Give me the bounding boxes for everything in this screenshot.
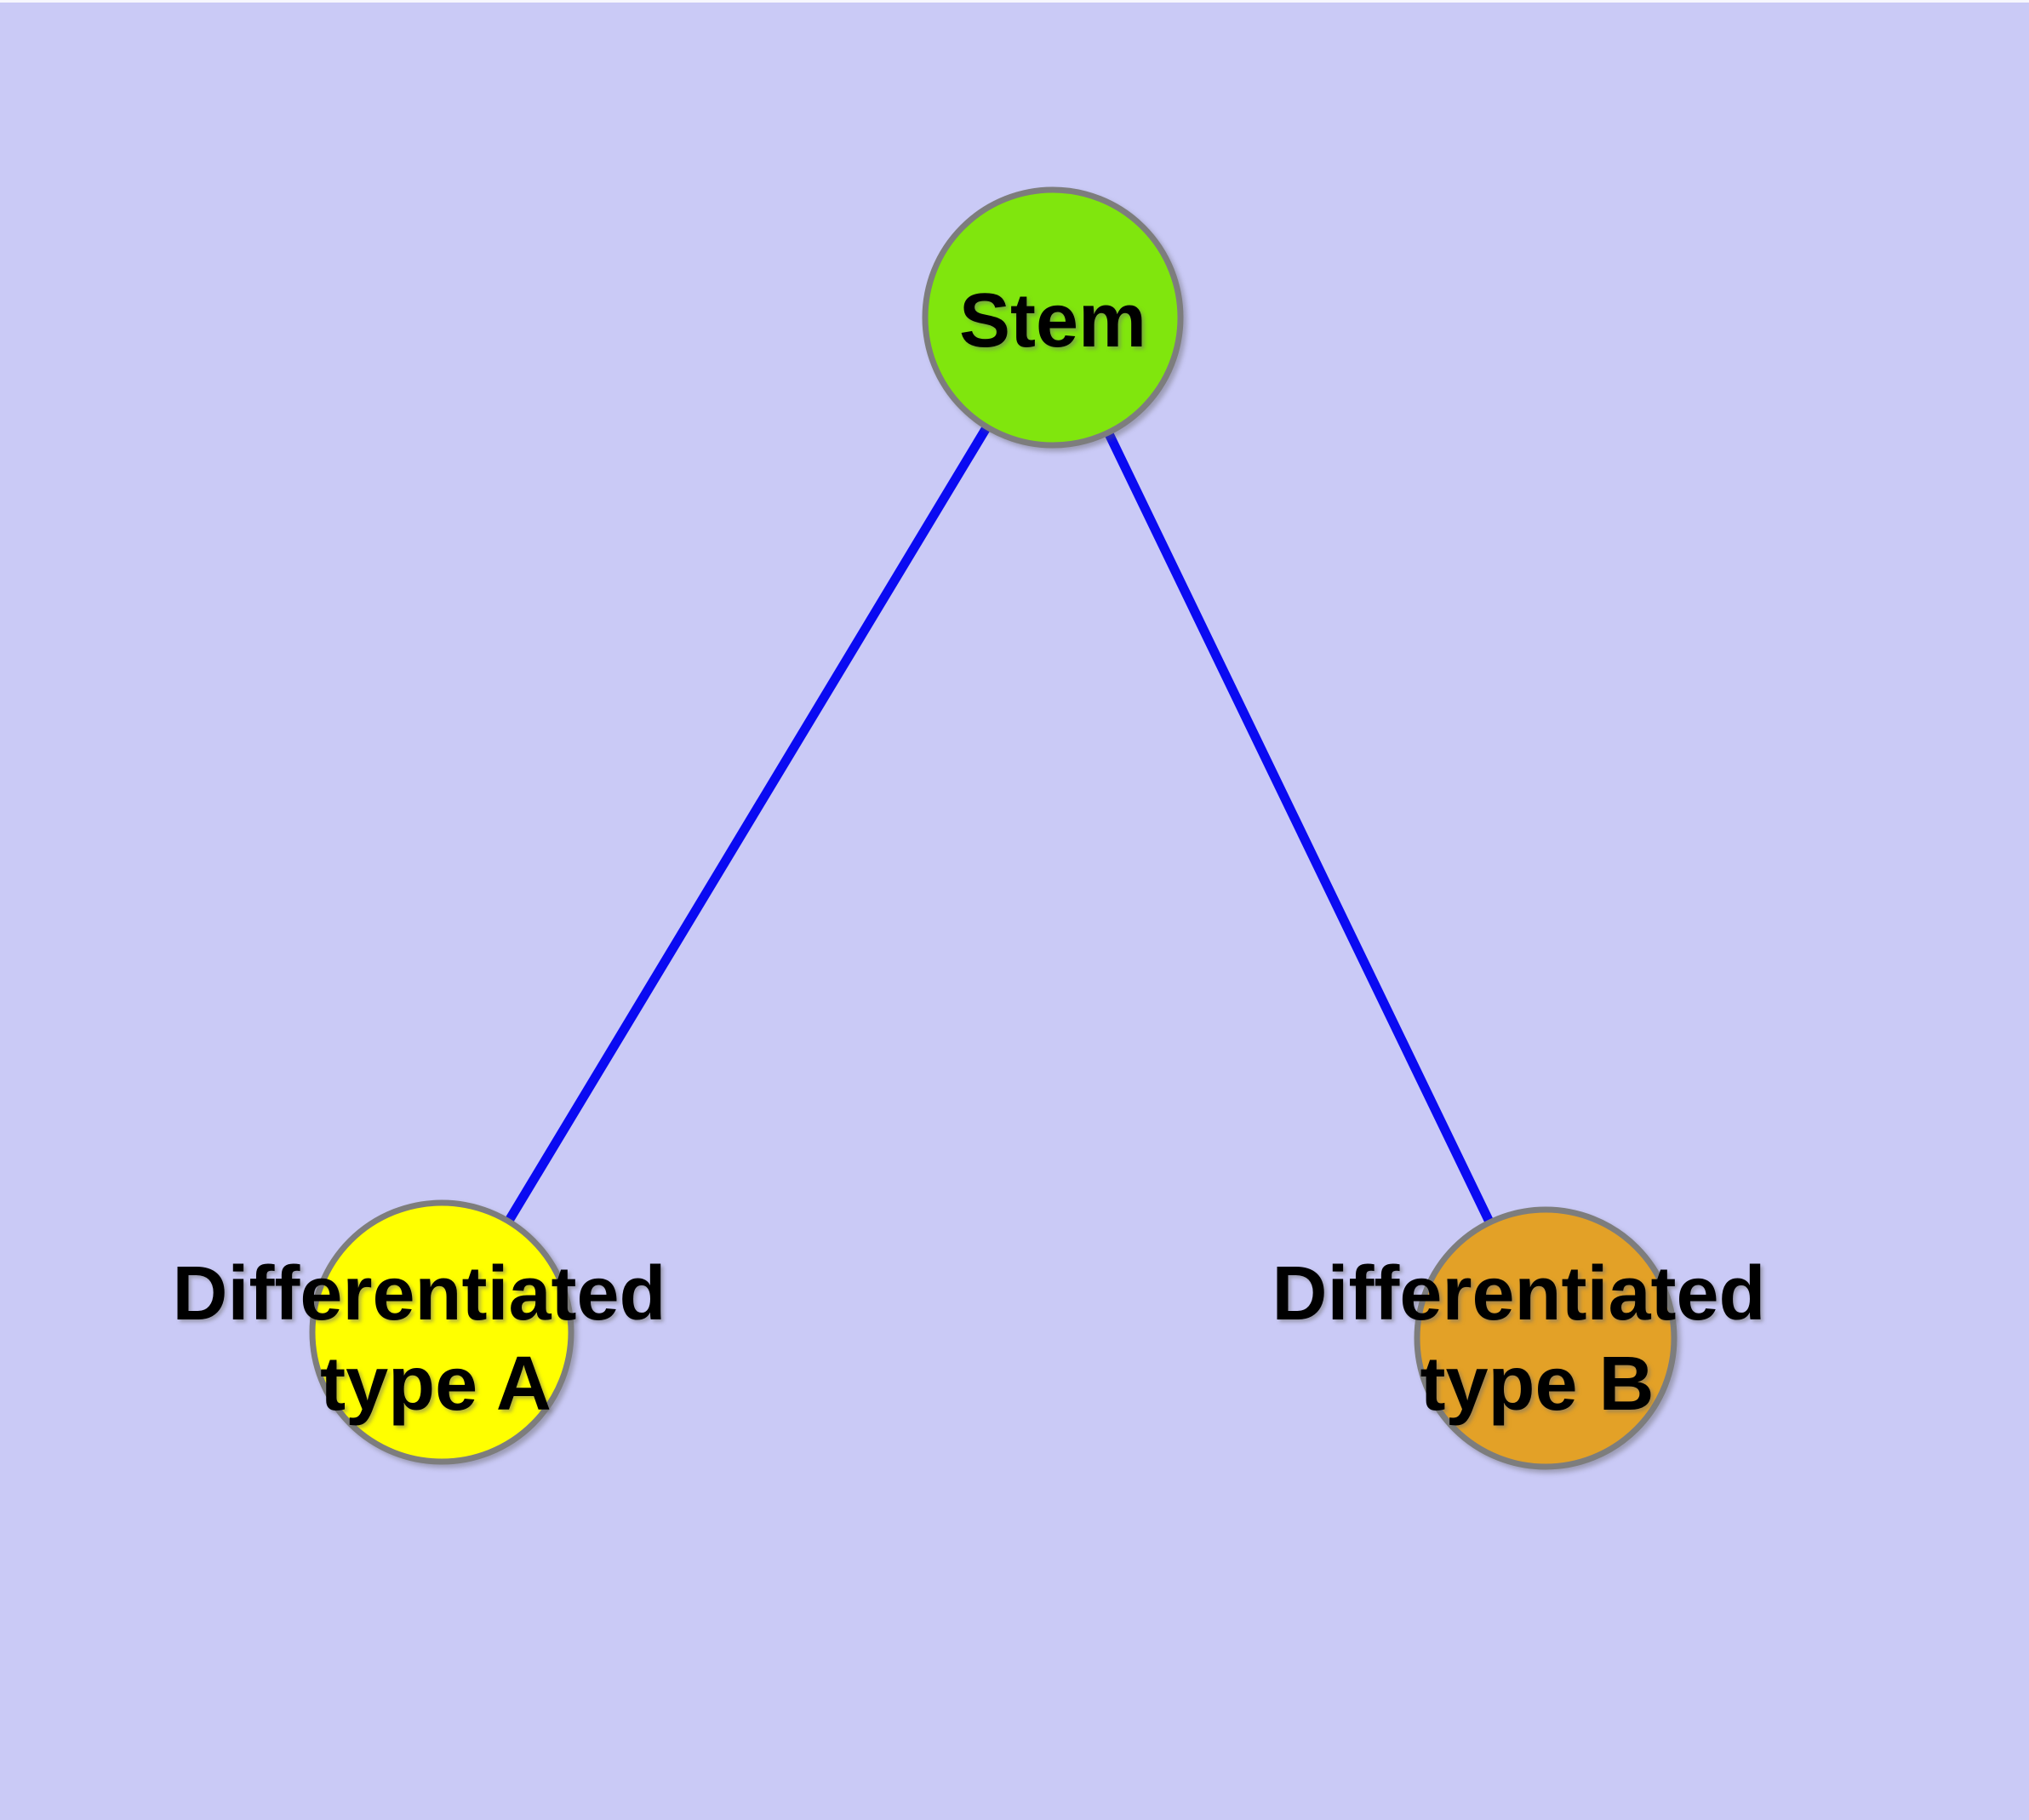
node-stem	[922, 186, 1184, 449]
node-differentiated-type-a	[309, 1199, 574, 1465]
node-type-b-label: Differentiated type B	[1272, 1251, 1786, 1427]
node-type-b-label-line1: Differentiated	[1272, 1251, 1765, 1336]
node-differentiated-type-b	[1414, 1206, 1677, 1470]
node-stem-label: Stem	[959, 278, 1146, 363]
node-type-a-label-line2: type A	[320, 1342, 552, 1427]
edge-stem-to-type-b	[1049, 315, 1550, 1341]
node-type-a-label: Differentiated type A	[172, 1251, 687, 1427]
node-type-b-label-line2: type B	[1420, 1342, 1654, 1427]
top-edge-highlight	[0, 0, 2029, 3]
edge-stem-to-type-a	[437, 315, 1057, 1335]
node-type-a-label-line1: Differentiated	[172, 1251, 666, 1336]
